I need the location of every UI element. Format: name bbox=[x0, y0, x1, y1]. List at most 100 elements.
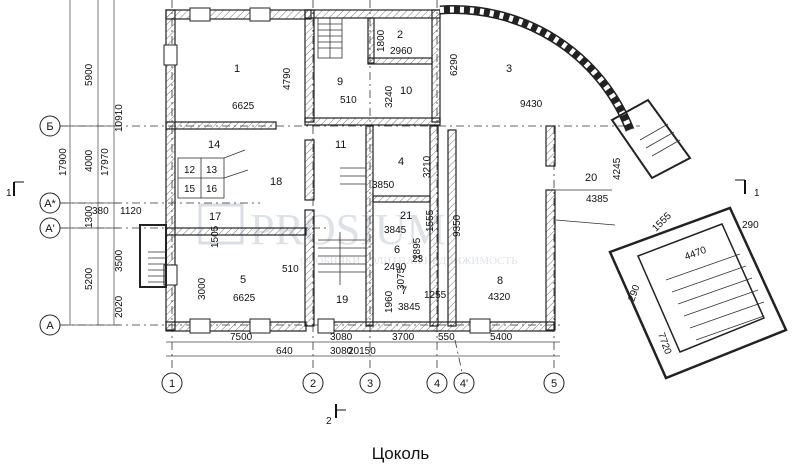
axis-b: Б bbox=[46, 121, 53, 133]
stairs-top bbox=[317, 17, 343, 59]
room-15: 15 bbox=[184, 184, 196, 195]
svg-text:17970: 17970 bbox=[100, 148, 111, 176]
room-21: 21 bbox=[400, 210, 412, 222]
svg-text:1800: 1800 bbox=[376, 29, 387, 52]
watermark: PROSIUM ОСОБНЯКИ · ЭЛИТНАЯ НЕДВИЖИМОСТЬ bbox=[198, 203, 518, 267]
walls bbox=[165, 9, 556, 332]
room-8: 8 bbox=[497, 275, 503, 287]
section-mark-right: 1 bbox=[754, 188, 760, 199]
room-16: 16 bbox=[206, 184, 218, 195]
svg-text:1555: 1555 bbox=[425, 209, 436, 232]
room-17: 17 bbox=[209, 211, 221, 223]
axis-4-prime: 4' bbox=[460, 378, 468, 390]
svg-text:640: 640 bbox=[276, 346, 293, 357]
room-11: 11 bbox=[335, 139, 346, 151]
room-2: 2 bbox=[397, 29, 403, 41]
svg-text:2020: 2020 bbox=[114, 295, 125, 318]
room-20: 20 bbox=[585, 172, 597, 184]
svg-text:10910: 10910 bbox=[114, 104, 125, 132]
room-3: 3 bbox=[506, 63, 512, 75]
svg-text:2960: 2960 bbox=[390, 46, 413, 57]
room-14: 14 bbox=[208, 139, 220, 151]
svg-text:550: 550 bbox=[438, 332, 455, 343]
svg-text:6625: 6625 bbox=[233, 293, 256, 304]
svg-text:5200: 5200 bbox=[84, 267, 95, 290]
svg-text:20150: 20150 bbox=[348, 346, 376, 357]
svg-text:9350: 9350 bbox=[452, 214, 463, 237]
svg-text:290: 290 bbox=[742, 220, 759, 231]
svg-text:510: 510 bbox=[282, 264, 299, 275]
svg-text:6290: 6290 bbox=[449, 53, 460, 76]
svg-text:4470: 4470 bbox=[683, 245, 708, 263]
section-mark-left: 1 bbox=[6, 188, 12, 199]
room-12: 12 bbox=[184, 165, 196, 176]
svg-text:1505: 1505 bbox=[210, 225, 221, 248]
section-marks: 1 1 2 bbox=[6, 179, 760, 427]
svg-text:3075: 3075 bbox=[396, 267, 407, 290]
room-1: 1 bbox=[234, 63, 240, 75]
svg-text:290: 290 bbox=[626, 283, 642, 303]
svg-text:3845: 3845 bbox=[384, 225, 407, 236]
axis-2: 2 bbox=[310, 378, 316, 390]
svg-text:3850: 3850 bbox=[372, 180, 395, 191]
svg-text:1300: 1300 bbox=[84, 205, 95, 228]
axis-3: 3 bbox=[367, 378, 373, 390]
svg-text:2490: 2490 bbox=[384, 262, 407, 273]
stairs-left bbox=[139, 224, 167, 288]
svg-text:5400: 5400 bbox=[490, 332, 513, 343]
svg-text:4000: 4000 bbox=[84, 149, 95, 172]
plan-caption: Цоколь bbox=[371, 444, 430, 463]
left-dimension-lines bbox=[60, 0, 120, 326]
svg-text:5900: 5900 bbox=[84, 63, 95, 86]
room-4: 4 bbox=[398, 156, 404, 168]
stairs-right bbox=[610, 98, 692, 180]
svg-text:4385: 4385 bbox=[586, 194, 609, 205]
room-7: 7 bbox=[401, 285, 407, 297]
svg-text:7500: 7500 bbox=[230, 332, 253, 343]
axis-a-star: А* bbox=[44, 198, 56, 210]
small-grid bbox=[177, 149, 249, 199]
room-9: 9 bbox=[337, 76, 343, 88]
svg-text:1255: 1255 bbox=[424, 290, 447, 301]
room-13: 13 bbox=[206, 165, 218, 176]
svg-text:17900: 17900 bbox=[58, 148, 69, 176]
room-23: 23 bbox=[412, 254, 424, 265]
svg-text:3500: 3500 bbox=[114, 249, 125, 272]
svg-text:3845: 3845 bbox=[398, 302, 421, 313]
axis-1: 1 bbox=[169, 378, 175, 390]
vertical-axes: 1 2 3 4 4' 5 bbox=[161, 372, 565, 394]
svg-text:1895: 1895 bbox=[412, 237, 423, 260]
stairs-middle bbox=[318, 167, 366, 285]
room-10: 10 bbox=[400, 85, 412, 97]
svg-text:3210: 3210 bbox=[422, 155, 433, 178]
entrance-ramp bbox=[555, 189, 788, 380]
bottom-dimensions: 7500 640 3080 3700 550 5400 20150 bbox=[230, 332, 513, 357]
svg-text:510: 510 bbox=[340, 95, 357, 106]
axis-5: 5 bbox=[551, 378, 557, 390]
room-6: 6 bbox=[394, 244, 400, 256]
svg-text:7720: 7720 bbox=[655, 331, 673, 356]
room-5: 5 bbox=[240, 274, 246, 286]
svg-text:9430: 9430 bbox=[520, 99, 543, 110]
window-marks bbox=[163, 7, 491, 334]
axis-4: 4 bbox=[434, 378, 440, 390]
top-dimensions: 4790 6290 bbox=[282, 53, 460, 90]
axis-a: А bbox=[46, 320, 54, 332]
svg-text:3080: 3080 bbox=[330, 346, 353, 357]
section-mark-bottom: 2 bbox=[326, 416, 332, 427]
svg-text:3240: 3240 bbox=[384, 85, 395, 108]
svg-text:3000: 3000 bbox=[197, 277, 208, 300]
svg-text:380: 380 bbox=[92, 206, 109, 217]
svg-text:4245: 4245 bbox=[612, 157, 623, 180]
room-18: 18 bbox=[270, 176, 282, 188]
svg-text:1960: 1960 bbox=[384, 290, 395, 313]
svg-text:4320: 4320 bbox=[488, 292, 511, 303]
left-dimensions: 5900 10910 17900 4000 17970 380 1120 130… bbox=[58, 63, 142, 318]
svg-text:1120: 1120 bbox=[120, 206, 142, 217]
svg-text:3080: 3080 bbox=[330, 332, 353, 343]
room-labels: 1 2 3 4 5 6 7 8 9 10 11 12 13 14 15 16 1… bbox=[184, 29, 597, 306]
svg-text:6625: 6625 bbox=[232, 101, 255, 112]
bottom-dimension-lines bbox=[166, 341, 560, 357]
watermark-tagline: ОСОБНЯКИ · ЭЛИТНАЯ НЕДВИЖИМОСТЬ bbox=[300, 255, 518, 267]
